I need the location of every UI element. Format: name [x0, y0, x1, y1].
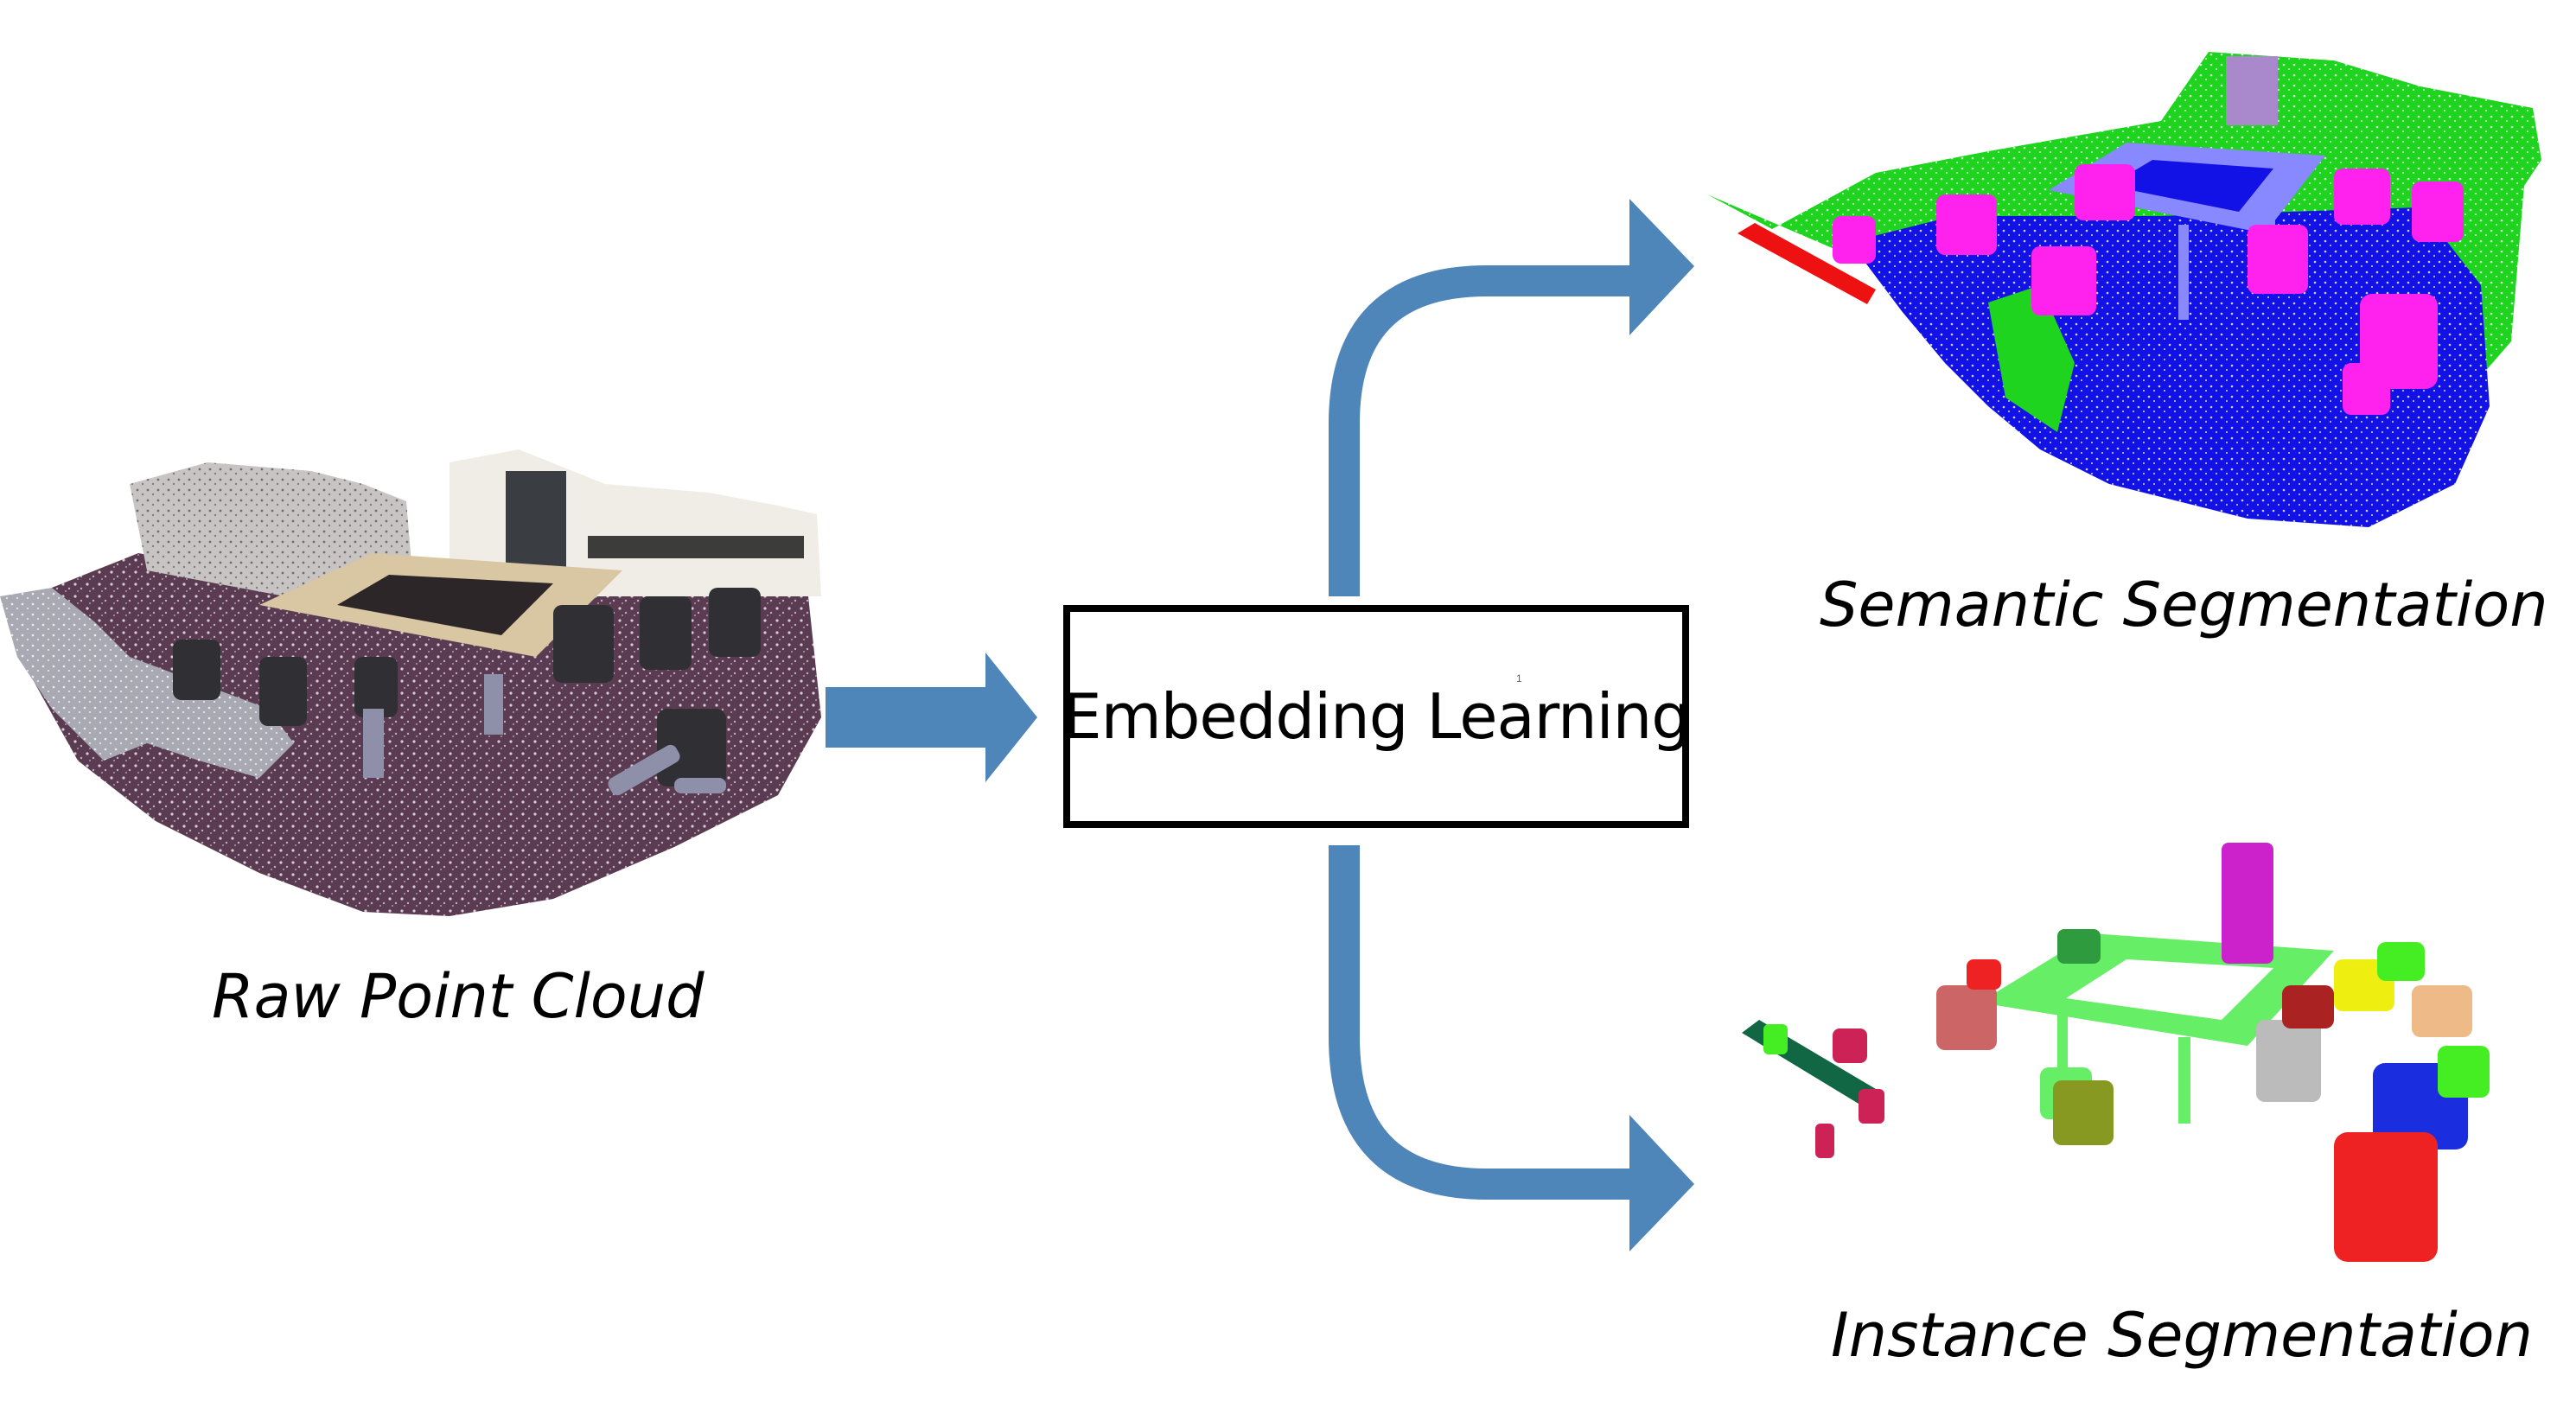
- flow-arrows: [826, 199, 1694, 1251]
- raw-point-cloud-caption: Raw Point Cloud: [212, 961, 705, 1032]
- semantic-chairs: [1833, 164, 2464, 415]
- instance-segmentation-image: [1742, 843, 2490, 1262]
- semantic-red-object: [1738, 223, 1876, 304]
- instance-chairs: [1936, 929, 2490, 1262]
- semantic-segmentation-image: [1707, 52, 2541, 527]
- semantic-door: [2226, 56, 2278, 125]
- raw-cabinet: [506, 471, 566, 575]
- embedding-page-mark: 1: [1516, 672, 1522, 685]
- embedding-learning-label: Embedding Learning: [1062, 680, 1691, 753]
- raw-point-cloud-image: [0, 449, 821, 916]
- instance-segmentation-caption: Instance Segmentation: [1831, 1300, 2533, 1371]
- semantic-segmentation-caption: Semantic Segmentation: [1820, 570, 2548, 640]
- arrow-embedding-to-instance: [1329, 845, 1638, 1200]
- embedding-learning-box: Embedding Learning 1: [1062, 605, 1691, 828]
- arrow-embedding-to-semantic: [1329, 265, 1638, 596]
- instance-pink-object: [2222, 843, 2273, 964]
- arrow-raw-to-embedding: [826, 653, 1037, 782]
- raw-chairs: [173, 588, 761, 786]
